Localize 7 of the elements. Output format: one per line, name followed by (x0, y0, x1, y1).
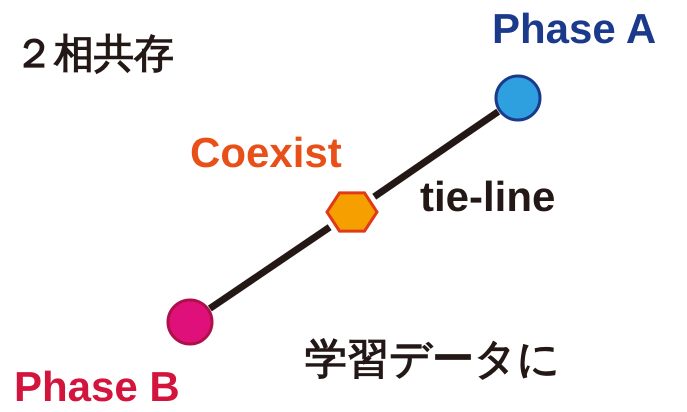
phase-label: Phase B (14, 366, 180, 408)
tie-line (372, 108, 500, 200)
heading: ２相共存 (14, 34, 174, 74)
phase-label: Phase A (492, 8, 656, 50)
phase-label: Coexist (190, 132, 342, 174)
caption-text: 学習データに (305, 338, 560, 380)
tie-line (208, 224, 332, 312)
